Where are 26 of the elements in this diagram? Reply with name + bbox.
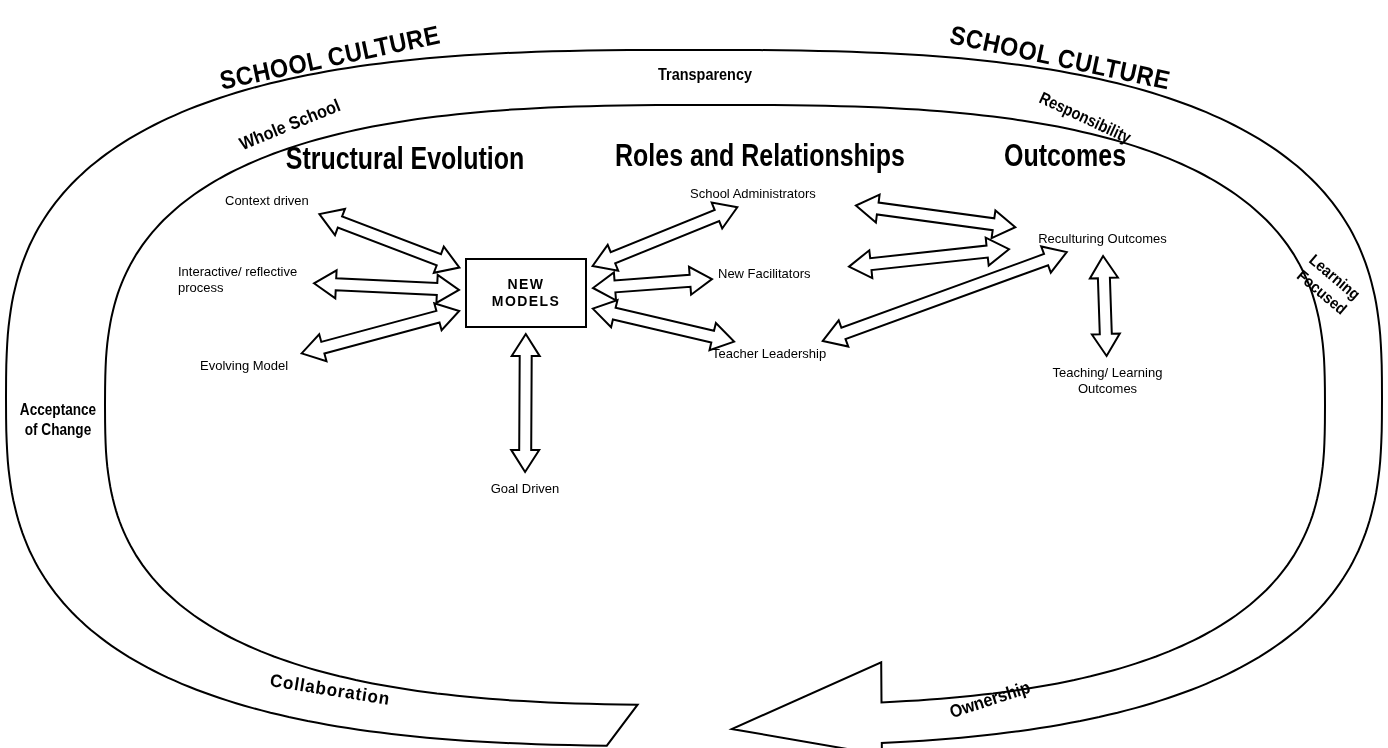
section-heading: Structural Evolution: [285, 140, 525, 178]
node-label: Reculturing Outcomes: [1015, 228, 1190, 250]
node-label: Goal Driven: [470, 478, 580, 500]
node-label: Context driven: [225, 190, 345, 212]
double-arrow: [591, 298, 736, 352]
node-label: Interactive/ reflective process: [178, 262, 308, 298]
section-heading: Roles and Relationships: [615, 136, 905, 175]
double-arrow: [509, 332, 542, 474]
node-label: School Administrators: [690, 183, 850, 205]
ring-title: SCHOOL CULTURE: [216, 18, 444, 98]
node-label: Evolving Model: [200, 355, 310, 377]
double-arrow: [854, 193, 1018, 240]
double-arrow: [1088, 254, 1122, 358]
node-label: New Facilitators: [718, 263, 843, 285]
double-arrow: [821, 245, 1069, 348]
double-arrow: [317, 207, 462, 275]
double-arrow: [299, 301, 461, 363]
double-arrow: [312, 268, 461, 305]
ring-label: Transparency: [658, 64, 752, 87]
double-arrow: [591, 265, 714, 303]
double-arrow: [847, 235, 1011, 280]
process-box: NEW MODELS: [465, 258, 587, 328]
ring-label: Acceptance of Change: [18, 400, 98, 440]
node-label: Teacher Leadership: [712, 343, 862, 365]
node-label: Teaching/ Learning Outcomes: [1040, 362, 1175, 400]
double-arrow: [590, 201, 740, 272]
